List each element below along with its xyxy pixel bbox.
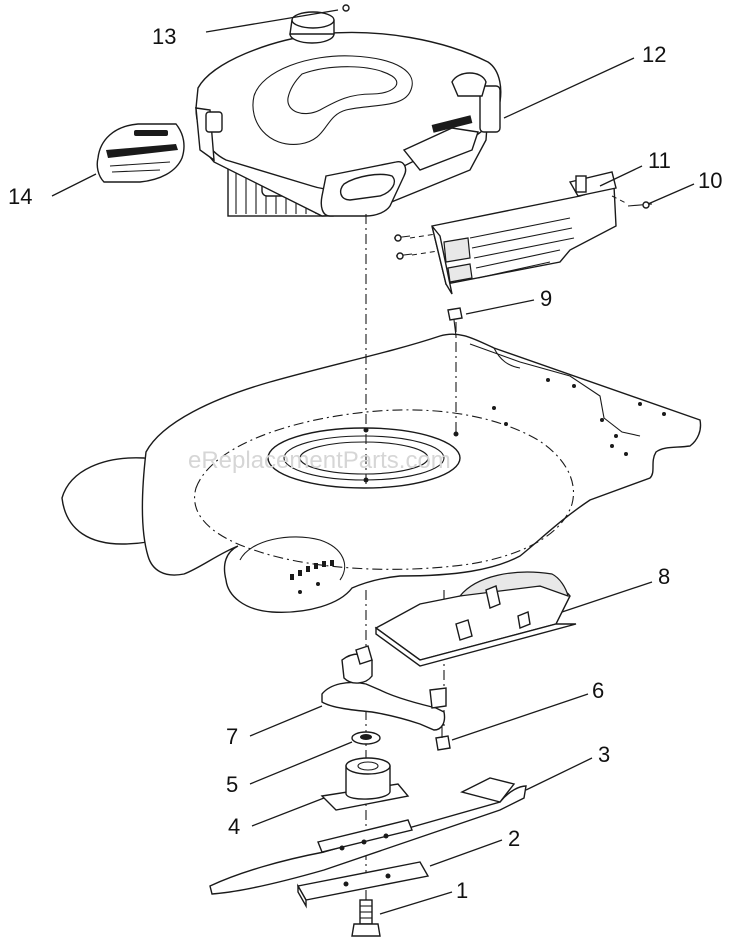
callout-8: 8 bbox=[658, 564, 670, 589]
leader-8 bbox=[561, 581, 653, 613]
callout-6: 6 bbox=[592, 678, 604, 703]
callout-1: 1 bbox=[456, 878, 468, 903]
callout-2: 2 bbox=[508, 826, 520, 851]
mower-blade bbox=[209, 777, 527, 895]
cap-screw bbox=[342, 4, 350, 12]
leader-10 bbox=[647, 183, 695, 205]
watermark-text: eReplacementParts.com bbox=[188, 447, 451, 474]
callout-10: 10 bbox=[698, 168, 722, 193]
leader-4 bbox=[251, 797, 325, 827]
leader-11 bbox=[599, 165, 643, 187]
shield-screw-left-lower bbox=[395, 252, 413, 260]
engine-label-decal bbox=[96, 123, 185, 183]
lock-washer bbox=[351, 731, 381, 745]
blade-stiffener bbox=[296, 861, 430, 909]
blade-adapter bbox=[320, 757, 410, 811]
blade-brake-bracket bbox=[321, 645, 447, 731]
bracket-bolt bbox=[435, 726, 451, 751]
leader-9 bbox=[465, 299, 535, 315]
leader-1 bbox=[379, 891, 453, 915]
leader-14 bbox=[51, 173, 97, 197]
leader-5 bbox=[249, 741, 353, 785]
shield-screw-right bbox=[627, 201, 653, 209]
callout-14: 14 bbox=[8, 184, 32, 209]
blade-bolt bbox=[351, 899, 381, 937]
callout-13: 13 bbox=[152, 24, 176, 49]
leader-2 bbox=[429, 839, 503, 867]
leader-6 bbox=[451, 693, 589, 741]
engine bbox=[195, 11, 502, 217]
callout-9: 9 bbox=[540, 286, 552, 311]
mower-deck bbox=[61, 333, 702, 613]
callout-12: 12 bbox=[642, 42, 666, 67]
shield-screw-left-upper bbox=[393, 234, 411, 242]
callout-4: 4 bbox=[228, 814, 240, 839]
leader-13 bbox=[205, 9, 339, 33]
deck-bolt bbox=[447, 307, 463, 337]
leader-12 bbox=[503, 57, 635, 119]
deck-baffle bbox=[374, 571, 577, 667]
leader-7 bbox=[249, 705, 323, 737]
leader-3 bbox=[525, 757, 593, 791]
callout-7: 7 bbox=[226, 724, 238, 749]
callout-5: 5 bbox=[226, 772, 238, 797]
callout-3: 3 bbox=[598, 742, 610, 767]
callout-11: 11 bbox=[648, 148, 671, 173]
blower-housing-shield bbox=[431, 171, 617, 295]
